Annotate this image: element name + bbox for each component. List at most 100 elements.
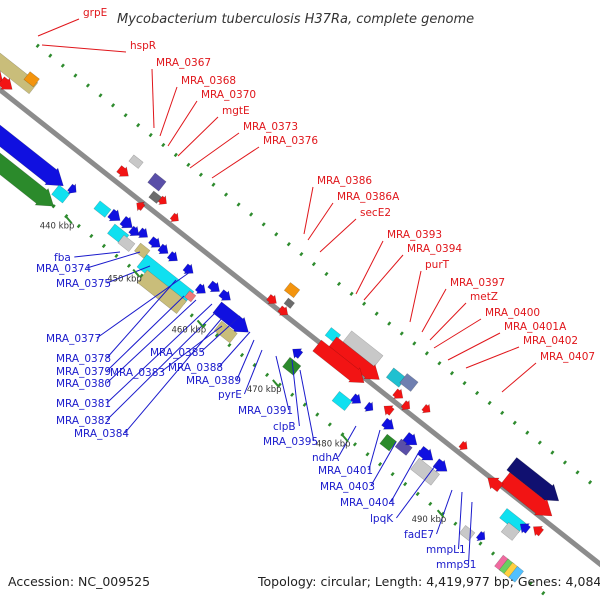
gene-label-lower[interactable]: MRA_0382 [56, 415, 111, 427]
gene-label-lower[interactable]: MRA_0380 [56, 378, 111, 390]
label-leader-line [106, 299, 197, 384]
backbone-tick [327, 422, 332, 427]
gene-label-upper[interactable]: MRA_0376 [263, 135, 318, 147]
gene-label-lower[interactable]: MRA_0375 [56, 278, 111, 290]
gene-label-lower[interactable]: MRA_0401 [318, 465, 373, 477]
gene-label-lower[interactable]: MRA_0374 [36, 263, 91, 275]
gene-label-lower[interactable]: MRA_0388 [168, 362, 223, 374]
label-leader-line [291, 359, 300, 427]
gene-feature [487, 477, 504, 493]
gene-features [0, 52, 560, 583]
gene-label-lower[interactable]: clpB [273, 421, 296, 433]
label-leader-line [106, 303, 213, 404]
label-leader-line [355, 240, 384, 295]
genome-backbone [0, 86, 600, 568]
gene-label-upper[interactable]: MRA_0407 [540, 351, 595, 363]
gene-label-lower[interactable]: MRA_0404 [340, 497, 395, 509]
scale-label: 440 kbp [40, 221, 75, 231]
gene-label-lower[interactable]: mmpS1 [436, 559, 476, 571]
gene-label-upper[interactable]: mgtE [222, 105, 250, 117]
scale-tick [196, 319, 205, 329]
gene-feature [194, 283, 206, 294]
backbone-tick [336, 281, 342, 287]
gene-label-upper[interactable]: secE2 [360, 207, 391, 219]
gene-feature [182, 263, 194, 274]
backbone-tick [249, 212, 254, 217]
gene-label-lower[interactable]: MRA_0378 [56, 353, 111, 365]
gene-label-upper[interactable]: MRA_0401A [504, 321, 567, 333]
gene-label-lower[interactable]: ndhA [312, 452, 340, 464]
gene-label-upper[interactable]: MRA_0400 [485, 307, 540, 319]
gene-label-lower[interactable]: MRA_0391 [238, 405, 293, 417]
gene-label-lower[interactable]: MRA_0385 [150, 347, 205, 359]
gene-label-upper[interactable]: MRA_0402 [523, 335, 578, 347]
scale-tick [132, 268, 140, 278]
label-leader-line [243, 349, 263, 395]
gene-label-lower[interactable]: MRA_0383 [110, 367, 165, 379]
backbone-tick [453, 521, 458, 526]
backbone-tick [139, 273, 144, 278]
backbone-tick [424, 351, 429, 356]
label-leader-line [167, 100, 198, 147]
gene-label-upper[interactable]: MRA_0386 [317, 175, 372, 187]
gene-feature [475, 530, 486, 542]
label-leader-line [86, 251, 141, 269]
label-leader-line [160, 325, 223, 373]
gene-label-upper[interactable]: MRA_0397 [450, 277, 505, 289]
gene-label-lower[interactable]: MRA_0381 [56, 398, 111, 410]
gene-label-upper[interactable]: MRA_0394 [407, 243, 462, 255]
gene-label-lower[interactable]: MRA_0395 [263, 436, 318, 448]
gene-label-lower[interactable]: fba [54, 252, 71, 264]
backbone-tick [315, 412, 320, 417]
gene-label-lower[interactable]: MRA_0403 [320, 481, 375, 493]
gene-label-upper[interactable]: hspR [130, 40, 156, 52]
backbone-tick [173, 152, 178, 158]
label-leader-line [409, 270, 422, 323]
gene-label-upper[interactable]: MRA_0393 [387, 229, 442, 241]
gene-feature [410, 457, 440, 486]
backbone-tick [374, 311, 379, 316]
backbone-tick [349, 291, 354, 296]
label-leader-line [106, 279, 177, 359]
gene-feature [283, 282, 301, 299]
gene-feature [500, 522, 520, 541]
gene-label-lower[interactable]: MRA_0377 [46, 333, 101, 345]
scale-tick [64, 215, 73, 224]
gene-label-upper[interactable]: MRA_0373 [243, 121, 298, 133]
gene-feature [399, 373, 419, 392]
backbone-tick [101, 243, 106, 249]
gene-feature [213, 320, 238, 344]
label-leader-line [421, 288, 447, 333]
backbone-tick [562, 460, 568, 465]
gene-label-upper[interactable]: MRA_0370 [201, 89, 256, 101]
gene-feature [282, 356, 302, 376]
gene-label-lower[interactable]: lpqK [370, 513, 394, 525]
gene-label-upper[interactable]: MRA_0367 [156, 57, 211, 69]
gene-label-upper[interactable]: grpE [83, 7, 107, 19]
backbone-tick [189, 313, 194, 318]
backbone-tick [286, 242, 291, 247]
backbone-tick [114, 253, 119, 259]
gene-label-lower[interactable]: mmpL1 [426, 544, 466, 556]
gene-label-lower[interactable]: MRA_0379 [56, 366, 111, 378]
gene-label-lower[interactable]: fadE7 [404, 529, 434, 541]
gene-label-upper[interactable]: purT [425, 259, 450, 271]
backbone-tick [161, 142, 166, 148]
backbone-tick [148, 132, 153, 138]
backbone-tick [51, 204, 56, 209]
gene-label-lower[interactable]: pyrE [218, 389, 242, 401]
backbone-tick [390, 471, 395, 477]
gene-feature [169, 212, 179, 222]
scale-label: 450 kbp [107, 275, 142, 285]
gene-label-lower[interactable]: MRA_0384 [74, 428, 129, 440]
gene-feature [416, 445, 434, 461]
gene-feature [107, 208, 121, 222]
gene-label-upper[interactable]: metZ [470, 291, 498, 303]
gene-label-upper[interactable]: MRA_0386A [337, 191, 400, 203]
gene-feature [207, 280, 220, 292]
gene-label-lower[interactable]: MRA_0389 [186, 375, 241, 387]
gene-label-upper[interactable]: MRA_0368 [181, 75, 236, 87]
backbone-tick [136, 123, 141, 128]
